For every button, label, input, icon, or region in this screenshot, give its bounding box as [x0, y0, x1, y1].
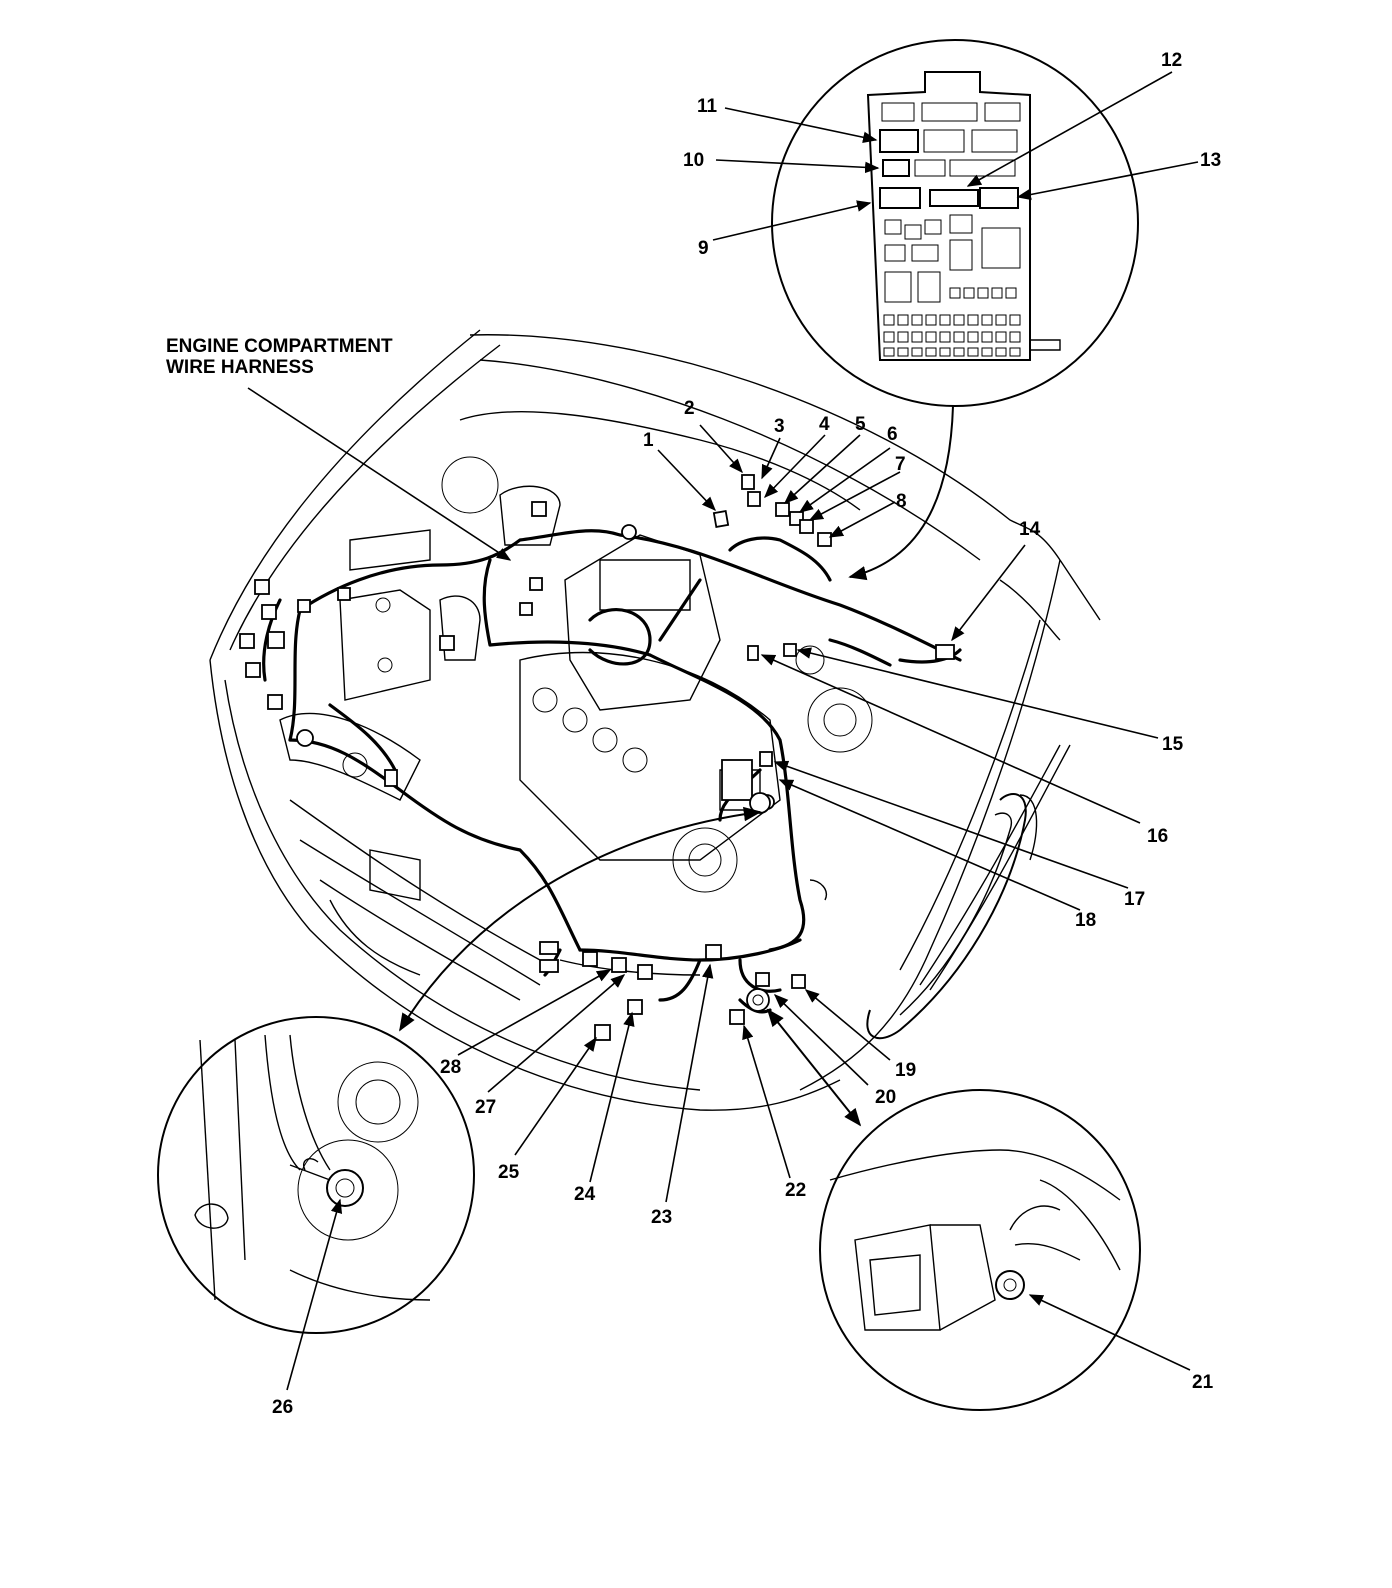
callout-7: 7: [895, 454, 906, 475]
callout-23: 23: [651, 1207, 672, 1228]
callout-9: 9: [698, 238, 709, 259]
callout-1: 1: [643, 430, 654, 451]
callout-2: 2: [684, 398, 695, 419]
callout-22: 22: [785, 1180, 806, 1201]
fuse-grid: [883, 287, 1021, 357]
callout-24: 24: [574, 1184, 596, 1205]
callout-26: 26: [272, 1397, 293, 1418]
callout-3: 3: [774, 416, 785, 437]
harness-label-line1: ENGINE COMPARTMENT: [166, 336, 393, 357]
callout-18: 18: [1075, 910, 1096, 931]
car-body-outline: [209, 329, 1101, 1111]
callout-16: 16: [1147, 826, 1168, 847]
callout-28: 28: [440, 1057, 461, 1078]
callout-numbers: 1 2 3 4 5 6 7 8 9 10 11 12 13 14 15 16 1…: [272, 50, 1221, 1418]
callout-6: 6: [887, 424, 898, 445]
callout-25: 25: [498, 1162, 520, 1183]
callout-27: 27: [475, 1097, 496, 1118]
leader-lines: [247, 71, 1199, 1391]
connectors: [239, 474, 955, 1041]
fuse-box-inset: [771, 39, 1139, 581]
callout-4: 4: [819, 414, 830, 435]
harness-label-line2: WIRE HARNESS: [166, 357, 314, 378]
callout-15: 15: [1162, 734, 1184, 755]
callout-10: 10: [683, 150, 704, 171]
inset-arrows: [399, 806, 862, 1127]
callout-14: 14: [1019, 519, 1041, 540]
callout-5: 5: [855, 414, 866, 435]
callout-13: 13: [1200, 150, 1221, 171]
ground-detail-inset-right: [819, 1089, 1141, 1411]
callout-17: 17: [1124, 889, 1145, 910]
engine-components: [279, 411, 873, 976]
wire-harness: [262, 529, 962, 1014]
callout-21: 21: [1192, 1372, 1214, 1393]
ground-detail-inset-left: [157, 1016, 475, 1334]
callout-11: 11: [697, 96, 718, 117]
callout-8: 8: [896, 491, 907, 512]
callout-19: 19: [895, 1060, 916, 1081]
callout-12: 12: [1161, 50, 1182, 71]
callout-20: 20: [875, 1087, 896, 1108]
